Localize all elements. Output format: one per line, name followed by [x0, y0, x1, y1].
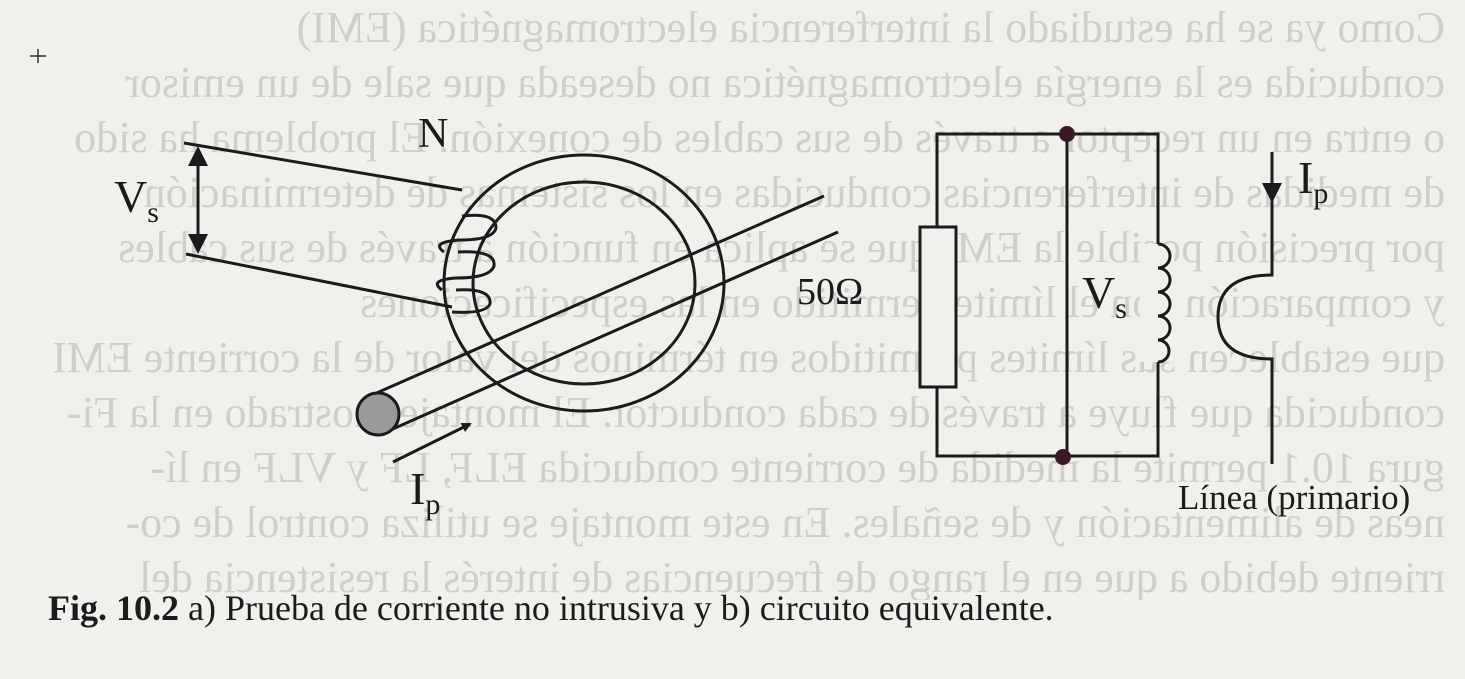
- caption-text: a) Prueba de corriente no intrusiva y b)…: [179, 588, 1054, 628]
- inductor-symbol: [1157, 242, 1172, 364]
- n-turns-label: N: [418, 111, 448, 157]
- vs-label-left: Vs: [114, 171, 159, 229]
- ip-arrow-right: [1262, 183, 1282, 203]
- current-probe-drawing: [183, 141, 839, 464]
- junction-bottom: [1055, 449, 1071, 465]
- vs-label-right: Vs: [1082, 267, 1127, 325]
- figure-caption: Fig. 10.2 a) Prueba de corriente no intr…: [48, 588, 1054, 628]
- lower-lead-wire: [185, 252, 453, 309]
- resistor-value-label: 50Ω: [797, 271, 863, 313]
- junction-top: [1059, 126, 1075, 142]
- ip-label-right: Ip: [1298, 152, 1328, 210]
- toroid-outer: [442, 153, 726, 413]
- upper-lead-wire: [183, 141, 463, 192]
- primary-line: [1216, 152, 1274, 464]
- conductor-lower-edge: [385, 230, 839, 434]
- conductor-cross-section: [355, 391, 401, 437]
- ip-arrow-left: [392, 422, 472, 464]
- figure-number: Fig. 10.2: [48, 588, 179, 628]
- resistor-symbol: [918, 225, 958, 389]
- winding-coil: [435, 213, 498, 314]
- registration-mark: [30, 49, 46, 63]
- ip-label-left: Ip: [410, 463, 440, 521]
- equivalent-circuit: [918, 132, 1282, 464]
- line-primary-label: Línea (primario): [1178, 478, 1410, 517]
- toroid-inner: [471, 180, 697, 386]
- conductor-upper-edge: [371, 194, 825, 397]
